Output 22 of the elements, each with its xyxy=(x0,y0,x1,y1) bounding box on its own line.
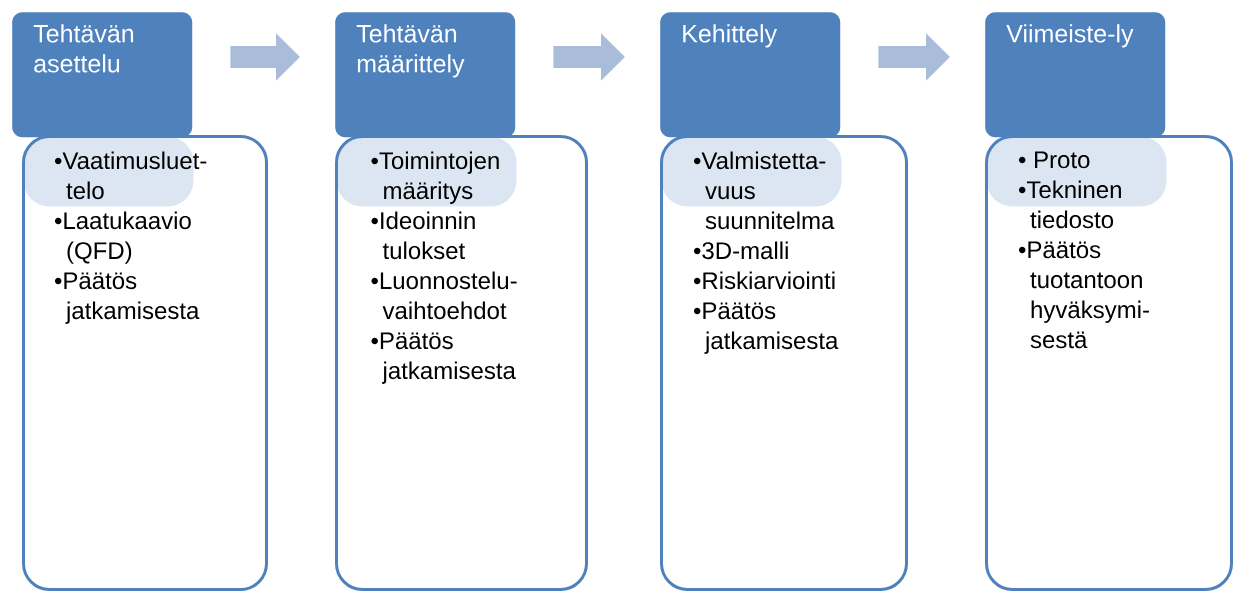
content-box xyxy=(335,135,588,591)
bullet-item: •Päätös jatkamisesta xyxy=(54,272,200,324)
bullet-item: •Päätös tuotantoon hyväksymi-sestä xyxy=(1018,241,1149,349)
bullet-item: •Päätös jatkamisesta xyxy=(371,332,516,384)
bullet-item: •Tekninen tiedosto xyxy=(1018,180,1121,229)
content-box xyxy=(985,135,1233,591)
content-box xyxy=(660,135,908,591)
bullet-item: •Luonnostelu-vaihtoehdot xyxy=(371,271,517,320)
stage-header: Kehittely xyxy=(660,12,841,138)
bullet-item: •Laatukaavio (QFD) xyxy=(54,211,191,264)
bullet-item: •Riskiarviointi xyxy=(693,271,835,290)
bullet-item: • Proto xyxy=(1018,151,1090,169)
stage-header: Tehtävän määrittely xyxy=(335,12,516,138)
content-box xyxy=(22,135,268,591)
stage-header: Viimeiste-ly xyxy=(985,12,1166,138)
bullet-item: •Vaatimusluet-telo xyxy=(54,151,207,200)
bullet-item: •Valmistetta-vuus suunnitelma xyxy=(693,151,835,230)
bullet-item: •3D-malli xyxy=(693,241,788,260)
bullet-item: •Ideoinnin tulokset xyxy=(371,211,475,260)
bullet-item: •Toimintojen määritys xyxy=(371,151,499,204)
bullet-item: •Päätös jatkamisesta xyxy=(693,302,839,354)
stage-header: Tehtävän asettelu xyxy=(12,12,193,138)
